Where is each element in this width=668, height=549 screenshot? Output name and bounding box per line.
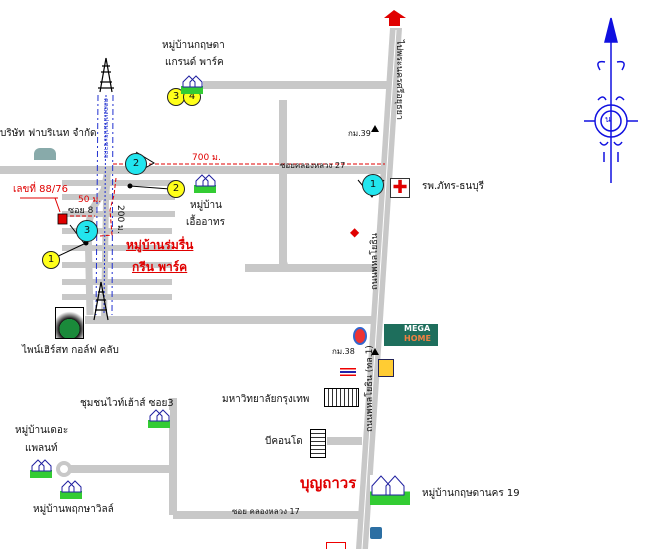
golf-club-logo bbox=[55, 307, 84, 339]
krisda-label-1: หมู่บ้านกฤษดา bbox=[162, 40, 225, 51]
village-icon bbox=[30, 460, 52, 478]
to-ayutthaya-label: ไปพระนครศรีอยุธยา bbox=[394, 40, 404, 120]
romrin-label-2: กรีน พาร์ค bbox=[132, 260, 188, 274]
ua-label-2: เอื้ออาทร bbox=[186, 217, 226, 228]
krisda-nakorn-label: หมู่บ้านกฤษดานคร 19 bbox=[422, 488, 520, 499]
romrin-label-1: หมู่บ้านร่มรื่น bbox=[126, 238, 194, 252]
bank-logo bbox=[370, 527, 382, 539]
distance-700m: 700 ม. bbox=[192, 153, 221, 163]
bangkok-university-label: มหาวิทยาลัยกรุงเทพ bbox=[222, 394, 310, 405]
soi-27-label: ซอยคลองหลวง 27 bbox=[280, 161, 346, 170]
golf-label: ไพน์เฮิร์สท กอล์ฟ คลับ bbox=[22, 345, 119, 356]
canal-label: คลองเปรมประชากร bbox=[102, 98, 110, 159]
village-icon bbox=[370, 475, 410, 505]
destination-marker bbox=[57, 213, 68, 225]
thai-flag-icon bbox=[340, 368, 356, 376]
mitsubishi-logo: ◆ bbox=[350, 225, 360, 239]
village-icon bbox=[148, 410, 170, 428]
distance-50m: 50 ม. bbox=[78, 195, 102, 205]
the-planet-label-1: หมู่บ้านเดอะ bbox=[15, 425, 69, 436]
soi-8-label: ซอย 8 bbox=[68, 206, 94, 216]
home-text: HOME bbox=[404, 334, 431, 343]
mega-text: MEGA bbox=[404, 324, 431, 333]
arrow-north-icon bbox=[384, 10, 406, 26]
ptt-logo bbox=[353, 327, 367, 345]
marker-yellow-1: 1 bbox=[42, 251, 60, 269]
ua-label-1: หมู่บ้าน bbox=[190, 200, 222, 211]
shop-logo bbox=[378, 359, 394, 377]
pylon-icon bbox=[93, 281, 109, 321]
pylon-icon bbox=[98, 57, 114, 93]
village-icon bbox=[181, 76, 203, 94]
cul-de-sac bbox=[56, 461, 72, 477]
village-icon bbox=[60, 481, 82, 499]
compass-icon bbox=[584, 17, 638, 183]
canal-line bbox=[95, 94, 99, 316]
university-building-icon bbox=[324, 388, 359, 407]
the-planet-label-2: แพลนท์ bbox=[25, 443, 58, 454]
condo-building-icon bbox=[310, 429, 326, 458]
marker-cyan-3: 3 bbox=[76, 220, 98, 242]
hospital-label: รพ.ภัทร-ธนบุรี bbox=[422, 181, 484, 192]
krisda-label-2: แกรนด์ พาร์ค bbox=[165, 57, 224, 68]
boonthavorn-logo: บุญถาวร bbox=[300, 474, 357, 492]
phahonyothin-label: ถนนพหลโยธิน bbox=[370, 233, 380, 290]
marker-yellow-2: 2 bbox=[167, 180, 185, 198]
marker-cyan-2: 2 bbox=[125, 153, 147, 175]
factory-icon bbox=[34, 148, 56, 160]
compass-label: น bbox=[605, 115, 612, 125]
village-icon bbox=[194, 175, 216, 193]
marker-cyan-1: 1 bbox=[362, 174, 384, 196]
fabrinet-label: บริษัท ฟาบริเนท จำกัด bbox=[0, 128, 97, 139]
partial-logo bbox=[326, 542, 346, 549]
km38-label: กม.38 bbox=[332, 347, 355, 356]
distance-200m: 200 ม. bbox=[115, 205, 125, 234]
pruksa-ville-label: หมู่บ้านพฤกษาวิลล์ bbox=[33, 504, 114, 515]
km39-label: กม.39 bbox=[348, 129, 371, 138]
b-condo-label: บีคอนโด bbox=[265, 436, 303, 447]
canal-line bbox=[111, 94, 114, 316]
lot-number-label: เลขที่ 88/76 bbox=[13, 184, 68, 195]
phahonyothin-kt1-label: ถนนพหลโยธิน (ทล.1) bbox=[365, 345, 375, 432]
route-200m bbox=[99, 177, 117, 237]
hospital-cross-icon: ✚ bbox=[390, 178, 410, 198]
white-house-label: ชุมชนไวท์เฮ้าส์ ซอย3 bbox=[80, 398, 174, 409]
soi-17-label: ซอย คลองหลวง 17 bbox=[232, 507, 300, 516]
